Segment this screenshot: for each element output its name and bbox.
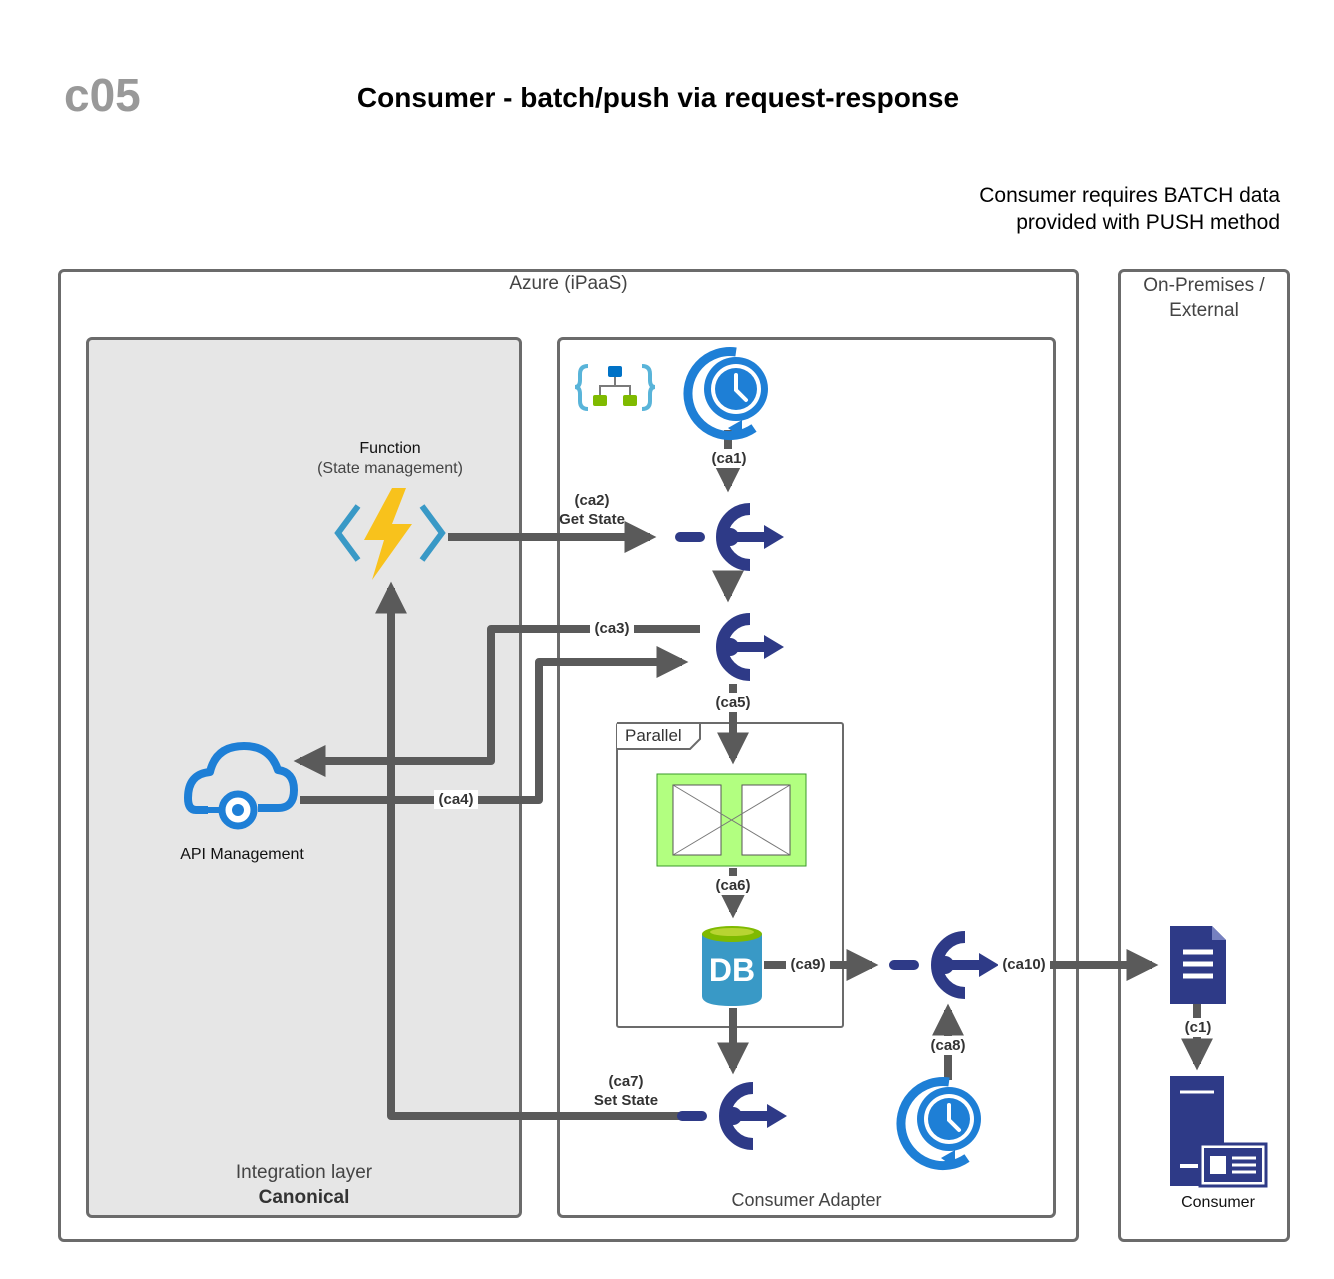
- http-action-icon-2: [716, 613, 784, 681]
- label-c1: (c1): [1178, 1018, 1218, 1037]
- apim-label: API Management: [180, 846, 304, 863]
- parallel-branches: [656, 773, 807, 867]
- document-icon: [1170, 926, 1226, 1004]
- function-subtitle: (State management): [317, 460, 463, 477]
- onprem-label-line-2: External: [1169, 300, 1239, 321]
- label-ca9: (ca9): [786, 955, 830, 974]
- recurrence-trigger-icon-2: [896, 1077, 981, 1171]
- function-icon: [334, 488, 446, 580]
- integration-layer: [86, 337, 522, 1218]
- http-action-icon-1: [675, 503, 784, 571]
- onprem-container-label: On-Premises / External: [1118, 273, 1290, 323]
- consumer-server-icon: [1170, 1076, 1268, 1188]
- label-ca2: (ca2) Get State: [542, 491, 642, 529]
- recurrence-trigger-icon: [683, 347, 768, 441]
- label-ca5: (ca5): [710, 693, 756, 712]
- integration-label-line-2: Canonical: [258, 1187, 350, 1208]
- label-ca2-code: (ca2): [574, 492, 610, 509]
- note-line-2: provided with PUSH method: [1016, 211, 1280, 234]
- database-icon: [702, 926, 762, 1006]
- label-ca4: (ca4): [434, 790, 478, 809]
- parallel-tab: [617, 722, 701, 750]
- db-label: DB: [708, 952, 756, 988]
- integration-layer-label: Integration layer Canonical: [86, 1160, 522, 1210]
- note-line-1: Consumer requires BATCH data: [979, 184, 1280, 207]
- label-ca10: (ca10): [998, 955, 1050, 974]
- diagram-code: c05: [64, 69, 141, 121]
- integration-label-line-1: Integration layer: [235, 1162, 373, 1183]
- edge-ca4: [300, 646, 689, 804]
- requirement-note: Consumer requires BATCH data provided wi…: [979, 182, 1280, 236]
- http-action-icon-4: [889, 931, 999, 999]
- function-title: Function: [359, 440, 421, 457]
- label-ca2-name: Get State: [559, 511, 625, 528]
- label-ca1: (ca1): [706, 449, 752, 468]
- label-ca7: (ca7) Set State: [576, 1072, 676, 1110]
- azure-container: [58, 269, 1079, 1242]
- parallel-label: Parallel: [625, 726, 682, 745]
- edge-ca7: [375, 581, 680, 1120]
- onprem-label-line-1: On-Premises /: [1143, 275, 1265, 296]
- function-label: Function (State management): [290, 439, 490, 479]
- api-management-icon: [184, 742, 298, 830]
- label-ca8: (ca8): [924, 1036, 972, 1055]
- label-ca3: (ca3): [590, 619, 634, 638]
- diagram-title: Consumer - batch/push via request-respon…: [356, 82, 960, 113]
- label-ca7-name: Set State: [593, 1092, 659, 1109]
- label-ca7-code: (ca7): [608, 1073, 644, 1090]
- onprem-container: [1118, 269, 1290, 1242]
- http-action-icon-3: [677, 1082, 787, 1150]
- consumer-adapter-label: Consumer Adapter: [731, 1190, 882, 1210]
- logic-app-icon: [574, 364, 656, 411]
- consumer-label: Consumer: [1181, 1194, 1255, 1211]
- consumer-adapter: [557, 337, 1056, 1218]
- label-ca6: (ca6): [710, 876, 756, 895]
- azure-container-label: Azure (iPaaS): [509, 273, 628, 294]
